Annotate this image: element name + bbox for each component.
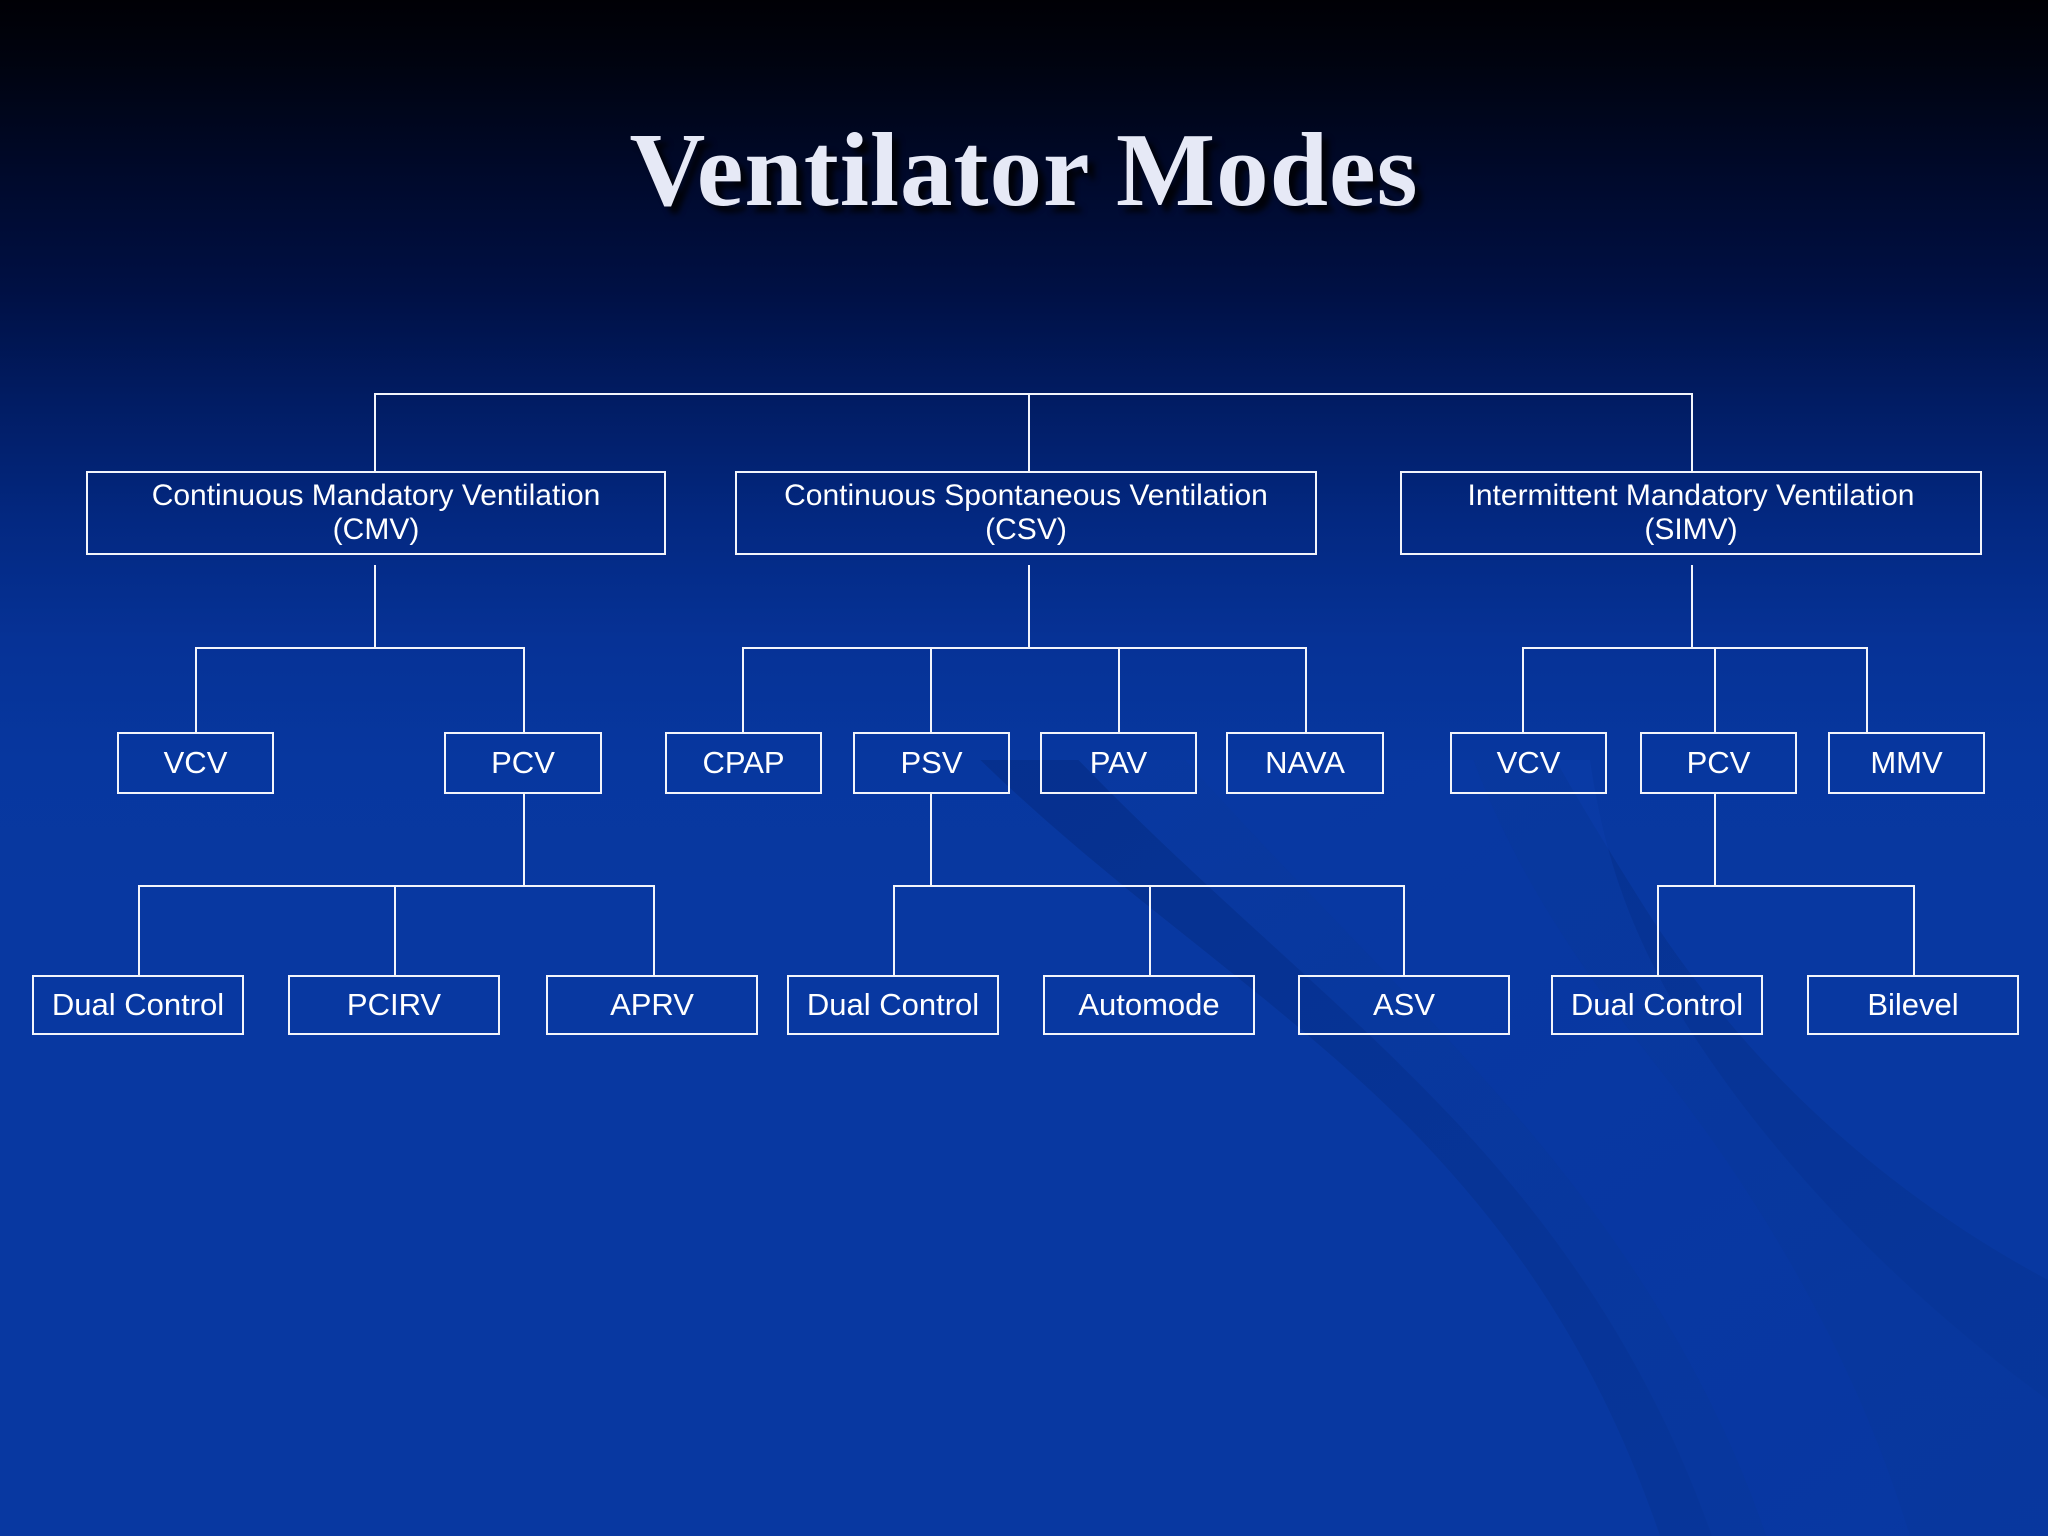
connector-pcv-bus [138,885,655,887]
connector-csv-to-cpap [742,647,744,732]
connector-root-drop-csv [1028,393,1030,471]
connector-csv-to-pav [1118,647,1120,732]
connector-simv-to-pcv [1714,647,1716,732]
connector-simv-to-mmv [1866,647,1868,732]
connector-root-drop-simv [1691,393,1693,471]
connector-cmv-to-vcv [195,647,197,732]
connector-simv-stem [1691,565,1693,648]
node-simvpcv-bilevel[interactable]: Bilevel [1807,975,2019,1035]
node-csv-cpap[interactable]: CPAP [665,732,822,794]
connector-simvpcv-to-dual [1657,885,1659,975]
connector-csv-stem [1028,565,1030,648]
node-cmv[interactable]: Continuous Mandatory Ventilation (CMV) [86,471,666,555]
connector-pcv-to-aprv [653,885,655,975]
node-simvpcv-dual-control[interactable]: Dual Control [1551,975,1763,1035]
connector-csv-bus [742,647,1307,649]
connector-simv-bus [1522,647,1867,649]
node-cmv-vcv[interactable]: VCV [117,732,274,794]
connector-cmv-to-pcv [523,647,525,732]
node-psv-dual-control[interactable]: Dual Control [787,975,999,1035]
node-psv-automode[interactable]: Automode [1043,975,1255,1035]
connector-cmv-bus [195,647,525,649]
node-csv[interactable]: Continuous Spontaneous Ventilation (CSV) [735,471,1317,555]
connector-psv-stem [930,794,932,886]
node-simv[interactable]: Intermittent Mandatory Ventilation (SIMV… [1400,471,1982,555]
connector-csv-to-nava [1305,647,1307,732]
slide-title: Ventilator Modes [629,111,1419,228]
connector-simvpcv-bus [1657,885,1915,887]
node-simv-pcv[interactable]: PCV [1640,732,1797,794]
node-csv-pav[interactable]: PAV [1040,732,1197,794]
connector-simvpcv-to-bilevel [1913,885,1915,975]
connector-cmv-stem [374,565,376,648]
node-simv-mmv[interactable]: MMV [1828,732,1985,794]
connector-root-drop-cmv [374,393,376,471]
connector-csv-to-psv [930,647,932,732]
connector-psv-to-dual [893,885,895,975]
background-swoosh-decoration [900,760,2048,1536]
connector-psv-to-automode [1149,885,1151,975]
connector-pcv-to-dual [138,885,140,975]
connector-simvpcv-stem [1714,794,1716,886]
connector-pcv-to-pcirv [394,885,396,975]
node-cmv-pcv[interactable]: PCV [444,732,602,794]
connector-psv-to-asv [1403,885,1405,975]
connector-simv-to-vcv [1522,647,1524,732]
node-simv-vcv[interactable]: VCV [1450,732,1607,794]
connector-pcv-stem [523,794,525,886]
node-psv-asv[interactable]: ASV [1298,975,1510,1035]
node-csv-nava[interactable]: NAVA [1226,732,1384,794]
node-csv-psv[interactable]: PSV [853,732,1010,794]
connector-root-horizontal [374,393,1692,395]
node-pcv-dual-control[interactable]: Dual Control [32,975,244,1035]
node-pcv-pcirv[interactable]: PCIRV [288,975,500,1035]
node-pcv-aprv[interactable]: APRV [546,975,758,1035]
